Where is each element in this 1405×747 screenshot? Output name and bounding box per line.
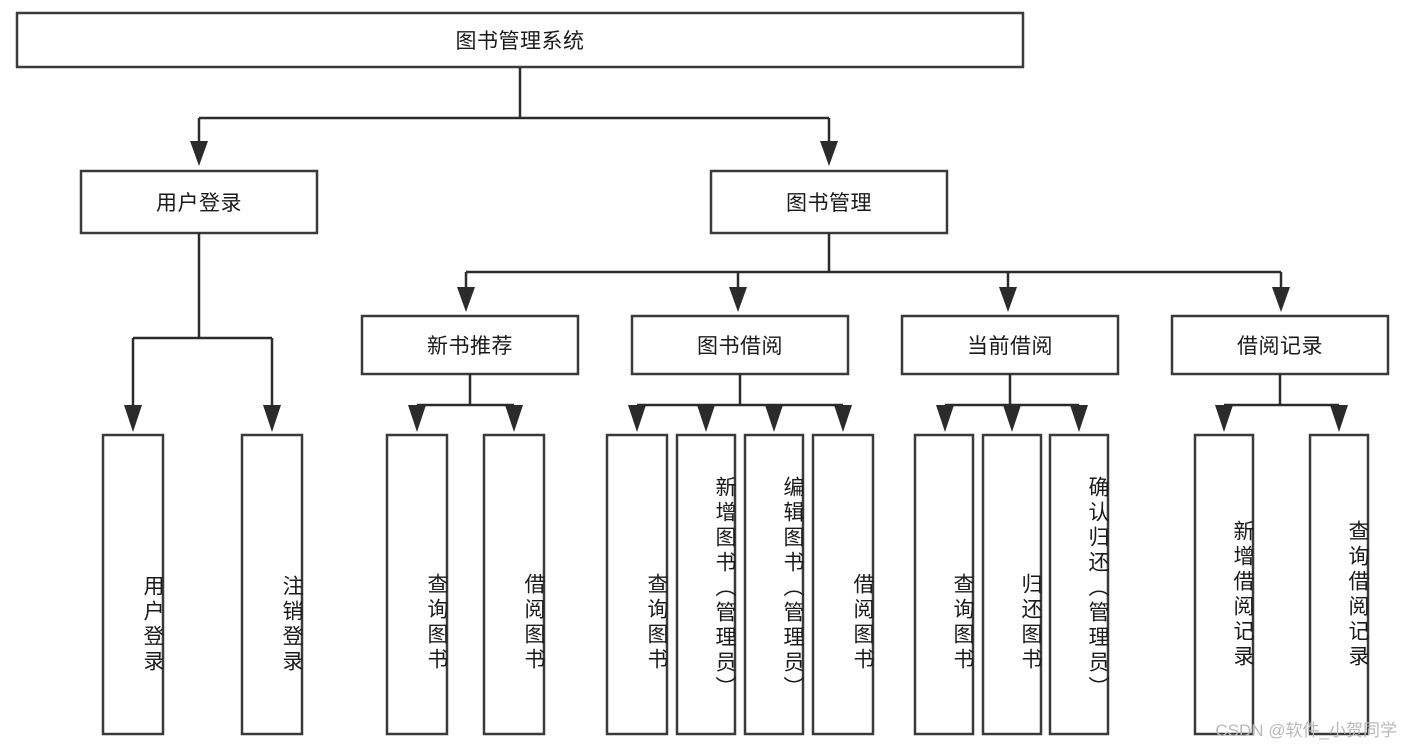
node-box-leaf-query-book-3[interactable] xyxy=(913,433,975,736)
arrowhead-leaf-edit-book xyxy=(765,405,783,432)
arrowhead-leaf-query-book-1 xyxy=(408,405,426,432)
node-box-leaf-return-book[interactable] xyxy=(981,433,1043,736)
arrowhead-leaf-borrow-book-1 xyxy=(505,405,523,432)
arrowhead-book-borrow xyxy=(729,287,747,312)
arrowhead-leaf-return-book xyxy=(1003,405,1021,432)
node-box-book-manage[interactable] xyxy=(709,169,949,235)
node-box-leaf-add-book[interactable] xyxy=(675,433,737,736)
node-box-leaf-user-login[interactable] xyxy=(101,433,165,736)
arrowhead-leaf-query-book-2 xyxy=(628,405,646,432)
node-box-user-login[interactable] xyxy=(79,169,319,235)
node-box-leaf-borrow-book-2[interactable] xyxy=(811,433,875,736)
node-box-new-book-rec[interactable] xyxy=(360,314,580,376)
node-box-borrow-record[interactable] xyxy=(1170,314,1390,376)
node-box-leaf-edit-book[interactable] xyxy=(743,433,805,736)
arrowhead-book-manage xyxy=(820,141,838,166)
node-box-leaf-query-book-1[interactable] xyxy=(385,433,449,736)
node-box-leaf-confirm-return[interactable] xyxy=(1048,433,1110,736)
node-box-leaf-add-record[interactable] xyxy=(1193,433,1255,736)
arrowhead-borrow-record xyxy=(1272,287,1290,312)
arrowhead-leaf-query-book-3 xyxy=(936,405,954,432)
arrowhead-leaf-confirm-return xyxy=(1070,405,1088,432)
arrowhead-new-book-rec xyxy=(457,287,475,312)
node-box-current-borrow[interactable] xyxy=(900,314,1120,376)
node-box-root[interactable] xyxy=(15,11,1025,69)
node-box-leaf-query-record[interactable] xyxy=(1308,433,1370,736)
watermark-text: CSDN @软件_小贺同学 xyxy=(1215,721,1397,740)
node-box-leaf-query-book-2[interactable] xyxy=(605,433,669,736)
arrowhead-leaf-query-record xyxy=(1330,405,1348,432)
arrowhead-leaf-user-login xyxy=(124,405,142,432)
arrowhead-leaf-add-record xyxy=(1215,405,1233,432)
arrowhead-leaf-borrow-book-2 xyxy=(834,405,852,432)
arrowhead-current-borrow xyxy=(999,287,1017,312)
arrowhead-leaf-add-book xyxy=(697,405,715,432)
node-box-book-borrow[interactable] xyxy=(630,314,850,376)
node-box-leaf-logout[interactable] xyxy=(240,433,304,736)
arrowhead-user-login xyxy=(190,141,208,166)
arrowhead-leaf-logout xyxy=(263,405,281,432)
node-box-leaf-borrow-book-1[interactable] xyxy=(482,433,546,736)
